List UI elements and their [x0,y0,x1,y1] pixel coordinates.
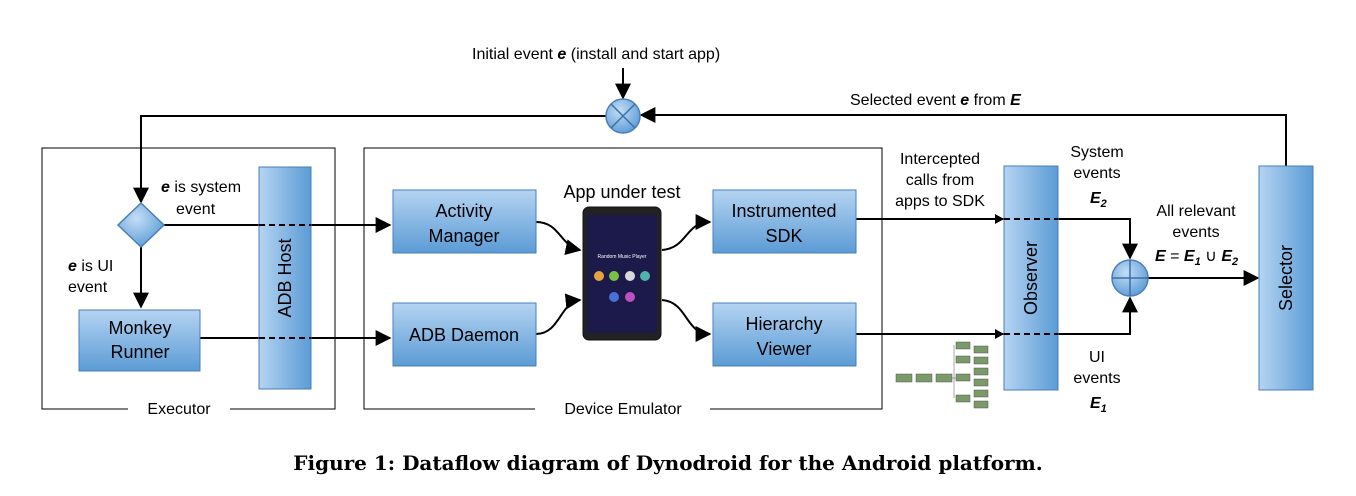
event-combiner-node [605,98,641,134]
monkey-runner-label-line2: Runner [110,342,169,362]
phone-eject-icon [625,292,635,302]
event-type-decision-diamond [116,201,166,249]
instrumented-sdk-label-line1: Instrumented [731,201,836,221]
all-relevant-label-line1: All relevant [1156,203,1236,220]
phone-stop-icon [609,292,619,302]
figure-caption: Figure 1: Dataflow diagram of Dynodroid … [293,451,1042,475]
adb-daemon-box: ADB Daemon [392,302,537,367]
intercepted-label-line3: apps to SDK [895,193,985,210]
ui-events-label-line1: UI [1089,349,1105,366]
system-event-label-line1: e is system [161,179,241,196]
adb-host-label: ADB Host [275,238,295,317]
executor-container: Executor [41,147,336,418]
activity-manager-label-line1: Activity [435,201,492,221]
app-under-test-label: App under test [563,182,680,202]
hierarchy-viewer-label-line2: Viewer [757,339,812,359]
hierarchy-viewer-box: Hierarchy Viewer [712,302,857,367]
app-under-test-phone: Random Music Player [582,206,662,341]
activity-manager-label-line2: Manager [428,226,499,246]
initial-event-label: Initial event e (install and start app) [472,46,720,63]
all-events-formula: E = E1 ∪ E2 [1155,248,1238,268]
adb-host-box: ADB Host [258,166,312,390]
system-events-label-line2: events [1073,165,1120,182]
ui-event-label-line1: e is UI [68,258,113,275]
phone-play-icon [609,271,619,281]
executor-label: Executor [147,401,211,418]
monkey-runner-label-line1: Monkey [108,318,171,338]
selector-label: Selector [1276,245,1296,311]
hierarchy-tree-thumbnail [895,341,989,409]
intercepted-label-line2: calls from [906,172,974,189]
device-emulator-label: Device Emulator [564,401,682,418]
monkey-runner-box: Monkey Runner [78,309,201,372]
all-relevant-label-line2: events [1172,224,1219,241]
system-events-label-line1: System [1070,144,1123,161]
ui-event-label-line2: event [68,279,108,296]
activity-manager-box: Activity Manager [392,189,537,254]
phone-pause-icon [625,271,635,281]
observer-arrowheads [995,214,1004,339]
observer-box: Observer [1003,165,1059,391]
union-node [1111,259,1149,297]
phone-rewind-icon [594,271,604,281]
selector-box: Selector [1258,165,1314,391]
intercepted-label-line1: Intercepted [900,151,980,168]
device-emulator-container: Device Emulator [363,147,883,418]
system-events-set-label: E2 [1090,190,1107,210]
observer-label: Observer [1021,241,1041,315]
hierarchy-viewer-label-line1: Hierarchy [745,314,822,334]
adb-daemon-label: ADB Daemon [409,325,519,345]
instrumented-sdk-box: Instrumented SDK [712,189,857,254]
instrumented-sdk-label-line2: SDK [765,226,802,246]
ui-events-label-line2: events [1073,370,1120,387]
phone-forward-icon [640,271,650,281]
selected-event-label: Selected event e from E [850,92,1022,109]
system-event-label-line2: event [176,201,216,218]
ui-events-set-label: E1 [1090,395,1107,415]
phone-app-title: Random Music Player [598,254,647,260]
